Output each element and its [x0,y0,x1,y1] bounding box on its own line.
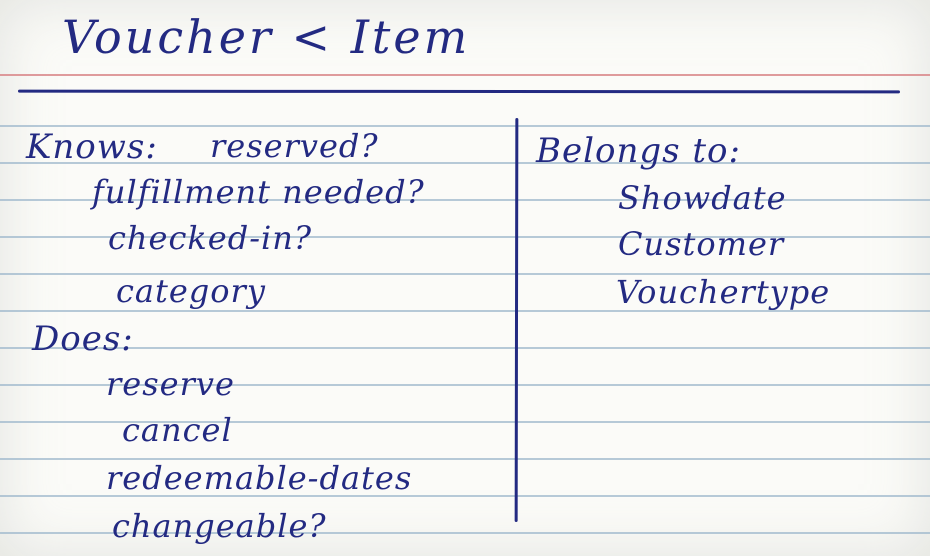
does-label: Does: [32,319,134,359]
ruled-line [0,273,930,275]
knows-item-checked-in: checked-in? [108,219,313,257]
ruled-line [0,495,930,497]
ruled-line [0,310,930,312]
ruled-line [0,347,930,349]
belongs-item-showdate: Showdate [618,179,787,217]
red-margin-rule [0,74,930,76]
does-item-redeemable-dates: redeemable-dates [106,459,413,497]
ruled-line [0,162,930,164]
ruled-line [0,532,930,534]
card-title: Voucher < Item [62,10,471,64]
knows-label: Knows: [26,127,158,167]
ruled-line [0,384,930,386]
belongs-item-customer: Customer [618,225,785,263]
ruled-line [0,236,930,238]
knows-item-reserved: reserved? [210,127,379,165]
belongs-item-vouchertype: Vouchertype [616,273,831,311]
ruled-line [0,458,930,460]
column-divider [514,117,519,523]
does-item-cancel: cancel [122,411,233,449]
title-underline [17,89,901,94]
belongs-to-label: Belongs to: [536,131,741,171]
does-item-reserve: reserve [106,365,235,403]
knows-item-category: category [116,272,266,310]
ruled-line [0,125,930,127]
knows-item-fulfillment: fulfillment needed? [92,173,425,211]
does-item-changeable: changeable? [112,507,327,545]
ruled-line [0,421,930,423]
ruled-line [0,199,930,201]
